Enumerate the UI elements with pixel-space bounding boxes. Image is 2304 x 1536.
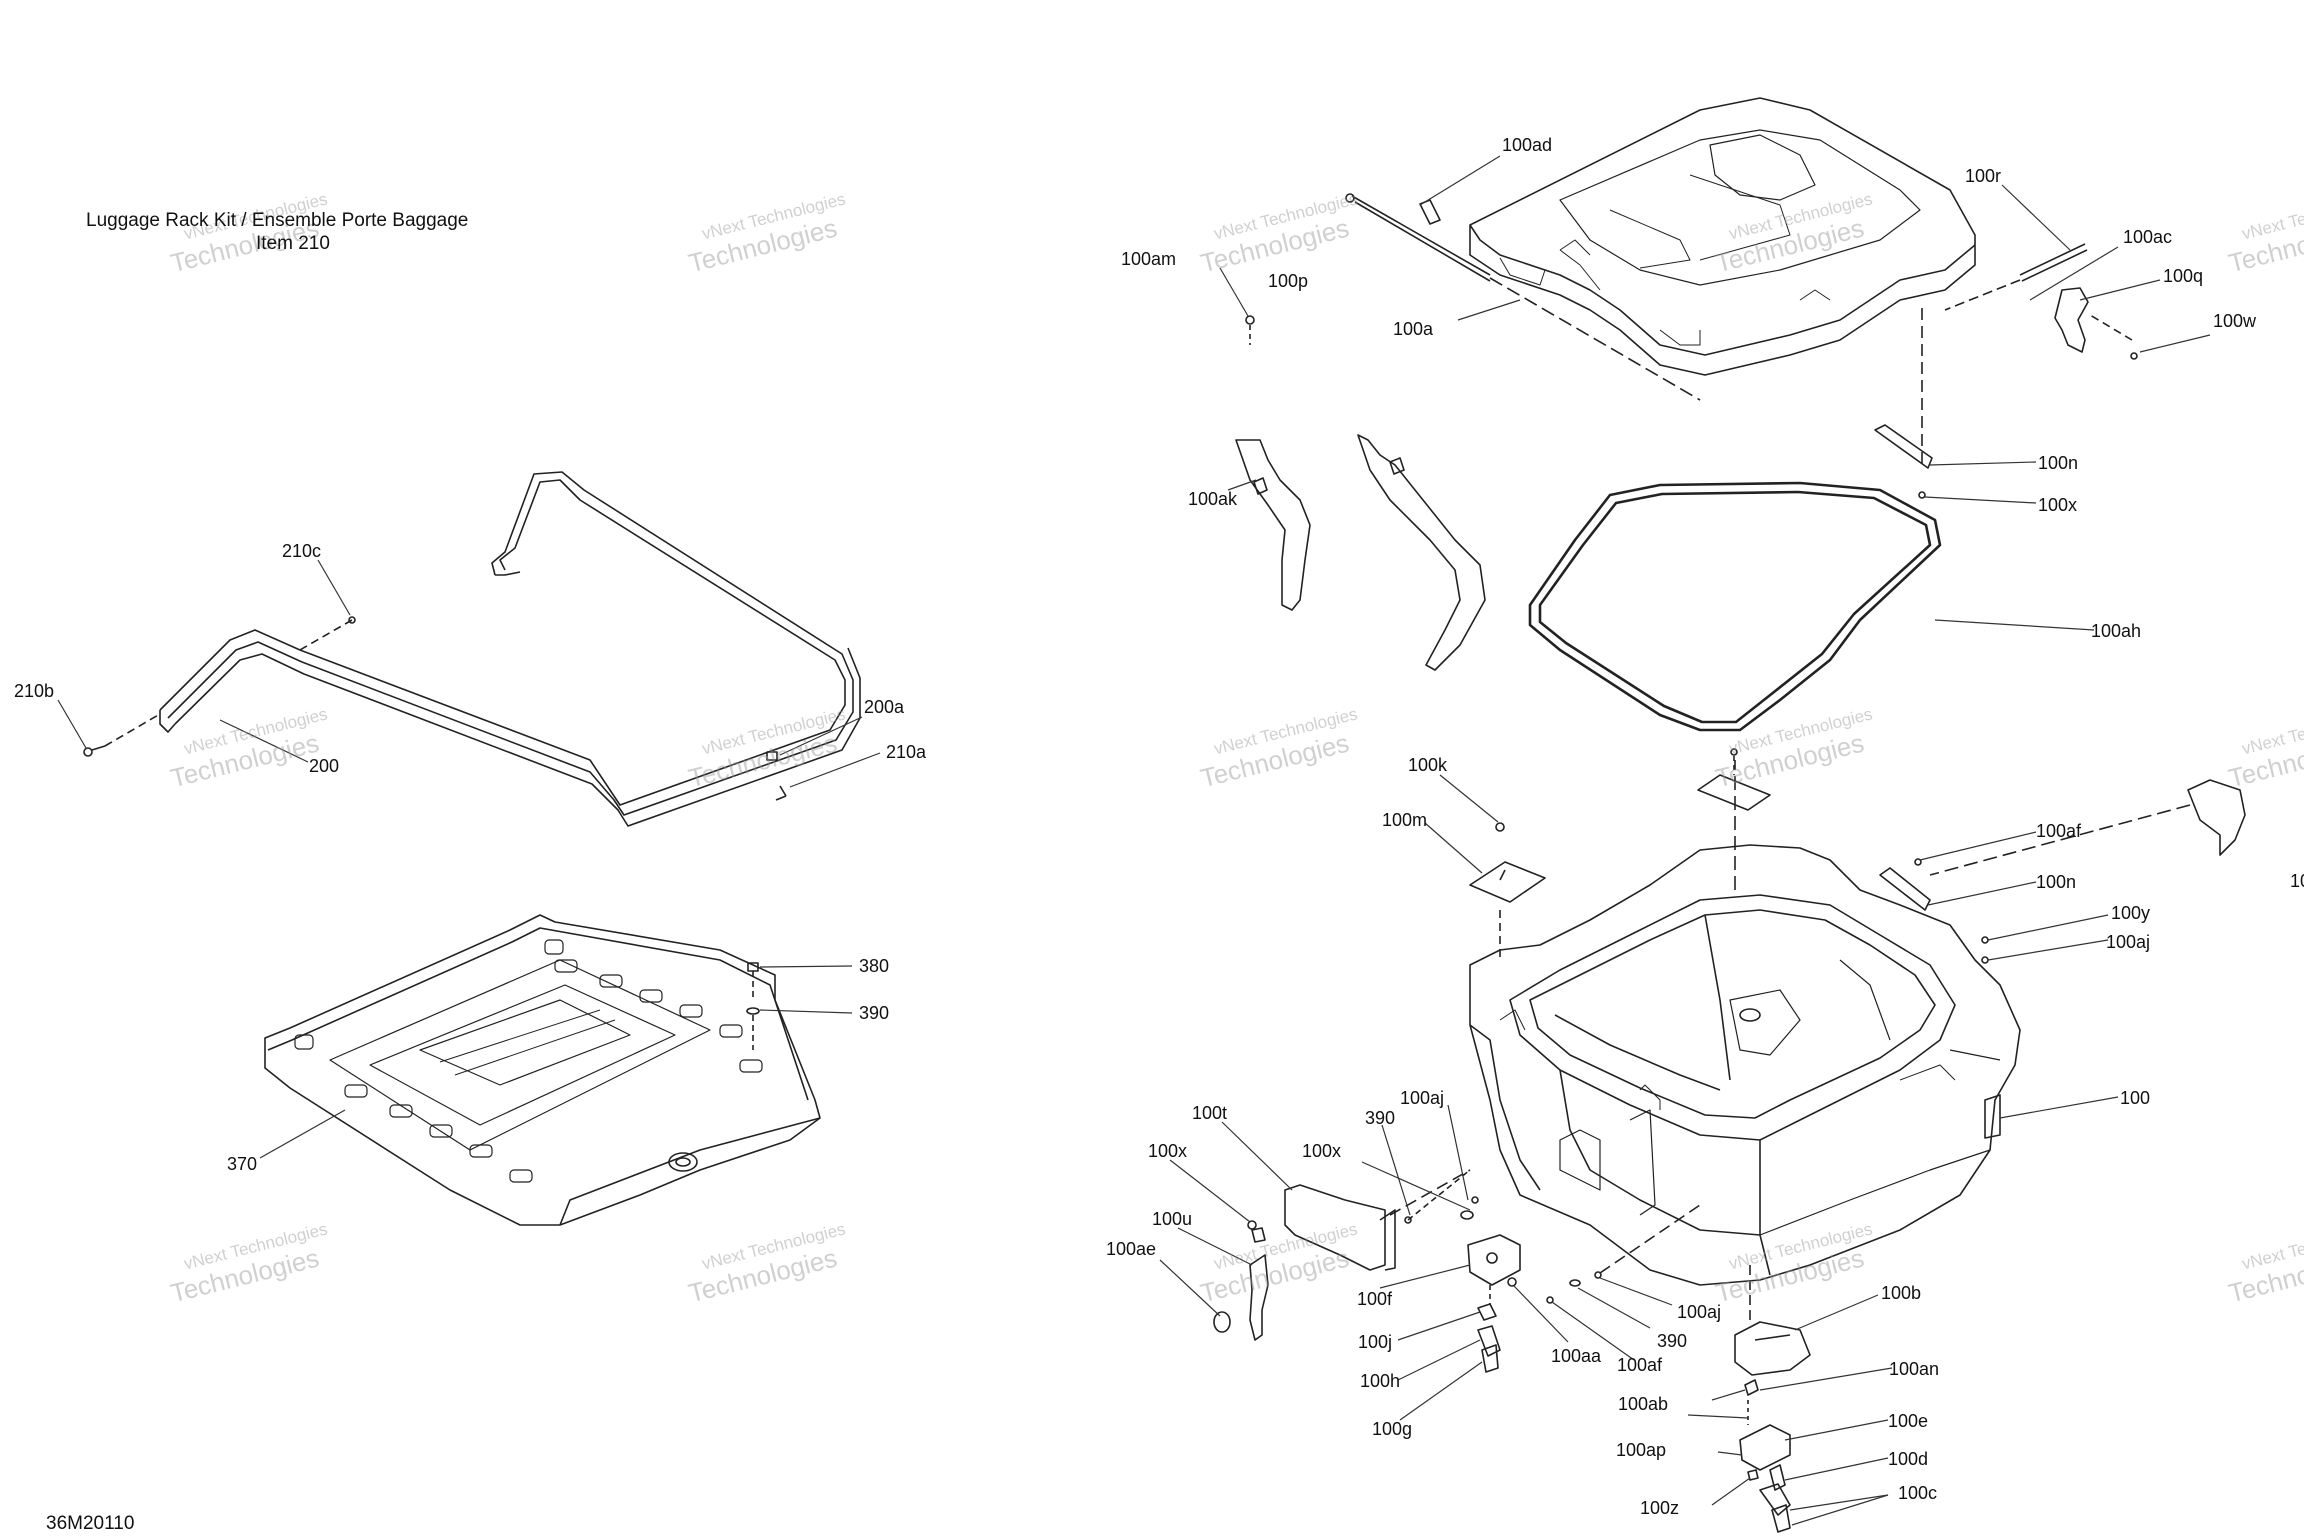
callout-100aj: 100aj bbox=[2106, 932, 2151, 952]
bracket-100n-upper bbox=[1874, 308, 1933, 499]
callout-100q: 100q bbox=[2163, 266, 2204, 286]
diagram-title: Luggage Rack Kit / Ensemble Porte Baggag… bbox=[86, 210, 469, 231]
callout-100u: 100u bbox=[1152, 1209, 1193, 1229]
hinge-plate-100m bbox=[1469, 822, 1546, 960]
luggage-rack-frame bbox=[159, 471, 861, 827]
screw-100x bbox=[1247, 1216, 1412, 1230]
callout-100b: 100b bbox=[1881, 1283, 1922, 1303]
roof-tray-370 bbox=[264, 914, 821, 1226]
lock-assembly-100f bbox=[1467, 1234, 1521, 1373]
callout-100m: 100m bbox=[1382, 810, 1428, 830]
plug-100ae bbox=[1213, 1311, 1231, 1333]
callout-100n: 100n bbox=[2036, 872, 2077, 892]
callout-100ap: 100ap bbox=[1616, 1440, 1667, 1460]
clip-200a bbox=[766, 751, 787, 801]
callout-100n: 100n bbox=[2038, 453, 2079, 473]
callout-100af: 100af bbox=[1617, 1355, 1663, 1375]
fasteners-100aa bbox=[1507, 1204, 1701, 1304]
callout-100r: 100r bbox=[1965, 166, 2002, 186]
storage-box-100 bbox=[1469, 760, 2021, 1286]
callout-100z: 100z bbox=[1640, 1498, 1680, 1518]
callout-200a: 200a bbox=[864, 697, 905, 717]
callout-100d: 100d bbox=[1888, 1449, 1929, 1469]
callout-100ae: 100ae bbox=[1106, 1239, 1157, 1259]
callout-100ac: 100ac bbox=[2123, 227, 2173, 247]
callout-390: 390 bbox=[1657, 1331, 1688, 1351]
callout-100w: 100w bbox=[2213, 311, 2257, 331]
clip-100u bbox=[1249, 1227, 1269, 1341]
callout-210c: 210c bbox=[282, 541, 322, 561]
side-bracket-right bbox=[1929, 779, 2246, 876]
callout-100am: 100am bbox=[1121, 249, 1177, 269]
leader-lines bbox=[57, 155, 2211, 1526]
bracket-100t bbox=[1284, 1169, 1471, 1271]
callout-100an: 100an bbox=[1889, 1359, 1940, 1379]
diagram-code: 36M20110 bbox=[46, 1513, 135, 1534]
callout-100x: 100x bbox=[2038, 495, 2078, 515]
latch-parts-100an bbox=[1739, 1379, 1791, 1533]
callout-210a: 210a bbox=[886, 742, 927, 762]
screw-210b bbox=[83, 713, 161, 757]
callout-100aj: 100aj bbox=[1677, 1302, 1722, 1322]
hinge-pin-100ad bbox=[1345, 193, 1701, 401]
callout-100ab: 100ab bbox=[1618, 1394, 1669, 1414]
latch-housing-100b bbox=[1734, 1265, 1811, 1376]
callout-100ah: 100ah bbox=[2091, 621, 2142, 641]
callout-210b: 210b bbox=[14, 681, 55, 701]
callout-100t: 100t bbox=[1192, 1103, 1228, 1123]
callout-100ad: 100ad bbox=[1502, 135, 1553, 155]
callout-390: 390 bbox=[1365, 1108, 1396, 1128]
callout-100: 100 bbox=[2120, 1088, 2151, 1108]
washer-390 bbox=[746, 1007, 760, 1050]
callout-390: 390 bbox=[859, 1003, 890, 1023]
callout-100g: 100g bbox=[1372, 1419, 1413, 1439]
callout-100x: 100x bbox=[1148, 1141, 1188, 1161]
callout-380: 380 bbox=[859, 956, 890, 976]
callout-100aj: 100aj bbox=[1400, 1088, 1445, 1108]
callout-100x: 100x bbox=[1302, 1141, 1342, 1161]
callout-100j: 100j bbox=[1358, 1332, 1393, 1352]
callout-100f: 100f bbox=[1357, 1289, 1393, 1309]
washer-390-b bbox=[1407, 1169, 1479, 1221]
box-lid-100a bbox=[1469, 97, 1976, 376]
callout-100a: 100a bbox=[1393, 319, 1434, 339]
callout-100af: 100af bbox=[2036, 821, 2082, 841]
callout-370: 370 bbox=[227, 1154, 258, 1174]
callout-100e: 100e bbox=[1888, 1411, 1929, 1431]
callout-10-edge: 10 bbox=[2290, 871, 2304, 891]
callout-100aa: 100aa bbox=[1551, 1346, 1602, 1366]
callout-100y: 100y bbox=[2111, 903, 2151, 923]
callout-100k: 100k bbox=[1408, 755, 1448, 775]
rod-100r bbox=[1944, 243, 2088, 311]
callout-100c: 100c bbox=[1898, 1483, 1938, 1503]
latch-100q bbox=[2054, 287, 2138, 360]
callout-100h: 100h bbox=[1360, 1371, 1401, 1391]
strap-100ak bbox=[1235, 315, 1486, 671]
hinge-plate-top bbox=[1697, 748, 1771, 811]
callout-100ak: 100ak bbox=[1188, 489, 1238, 509]
bolt-380 bbox=[747, 962, 759, 1000]
callout-200: 200 bbox=[309, 756, 340, 776]
screw-210c bbox=[299, 616, 356, 651]
seal-100ah bbox=[1528, 481, 1942, 732]
diagram-item-number: Item 210 bbox=[256, 233, 330, 254]
callout-100p: 100p bbox=[1268, 271, 1309, 291]
